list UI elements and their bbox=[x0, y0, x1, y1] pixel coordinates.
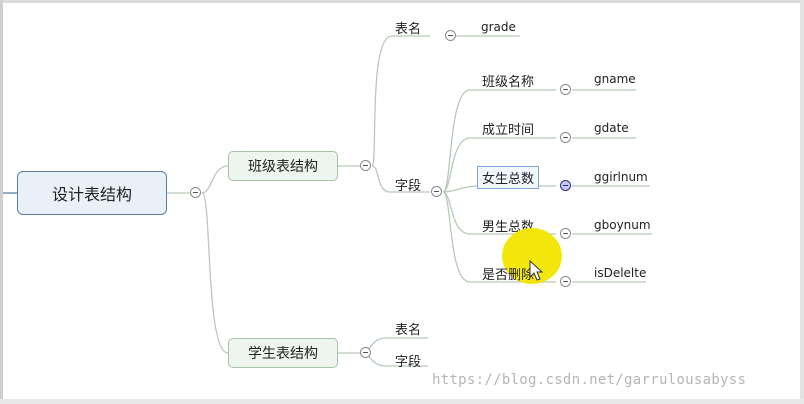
window-bottom-border bbox=[0, 399, 804, 404]
window-left-border bbox=[0, 0, 3, 404]
field-value-ggirlnum[interactable]: ggirlnum bbox=[594, 170, 648, 184]
mouse-cursor-icon bbox=[529, 260, 544, 281]
class-table-node[interactable]: 班级表结构 bbox=[228, 151, 338, 181]
collapse-toggle-student-table[interactable] bbox=[360, 347, 371, 358]
collapse-toggle-class-table[interactable] bbox=[360, 160, 371, 171]
watermark-url: https://blog.csdn.net/garrulousabyss bbox=[432, 372, 747, 388]
table-name-value[interactable]: grade bbox=[481, 20, 516, 34]
collapse-toggle-isdelelte[interactable] bbox=[560, 276, 571, 287]
collapse-toggle-gname[interactable] bbox=[560, 84, 571, 95]
collapse-toggle-fields[interactable] bbox=[431, 186, 442, 197]
collapse-toggle-gdate[interactable] bbox=[560, 132, 571, 143]
field-label-gname[interactable]: 班级名称 bbox=[482, 75, 535, 90]
field-value-gboynum[interactable]: gboynum bbox=[594, 218, 651, 232]
root-node-label: 设计表结构 bbox=[51, 185, 132, 204]
student-table-name-label[interactable]: 表名 bbox=[395, 323, 422, 338]
field-value-isdelelte[interactable]: isDelelte bbox=[594, 266, 647, 280]
field-label-ggirlnum[interactable]: 女生总数 bbox=[477, 166, 540, 189]
student-table-node[interactable]: 学生表结构 bbox=[228, 338, 338, 368]
root-node[interactable]: 设计表结构 bbox=[17, 171, 167, 215]
window-right-border bbox=[800, 0, 804, 404]
collapse-toggle-root[interactable] bbox=[190, 187, 201, 198]
class-table-name-label[interactable]: 表名 bbox=[395, 22, 422, 37]
collapse-toggle-ggirlnum[interactable] bbox=[560, 180, 571, 191]
class-table-node-label: 班级表结构 bbox=[248, 159, 318, 175]
window-top-border bbox=[0, 0, 804, 3]
class-fields-label[interactable]: 字段 bbox=[395, 179, 422, 194]
collapse-toggle-table-name[interactable] bbox=[445, 30, 456, 41]
student-table-node-label: 学生表结构 bbox=[248, 346, 318, 362]
field-label-isdelelte[interactable]: 是否删除 bbox=[482, 268, 535, 283]
collapse-toggle-gboynum[interactable] bbox=[560, 228, 571, 239]
student-fields-label[interactable]: 字段 bbox=[395, 355, 422, 370]
field-value-gname[interactable]: gname bbox=[594, 72, 636, 86]
field-label-gdate[interactable]: 成立时间 bbox=[482, 123, 535, 138]
field-value-gdate[interactable]: gdate bbox=[594, 121, 629, 135]
